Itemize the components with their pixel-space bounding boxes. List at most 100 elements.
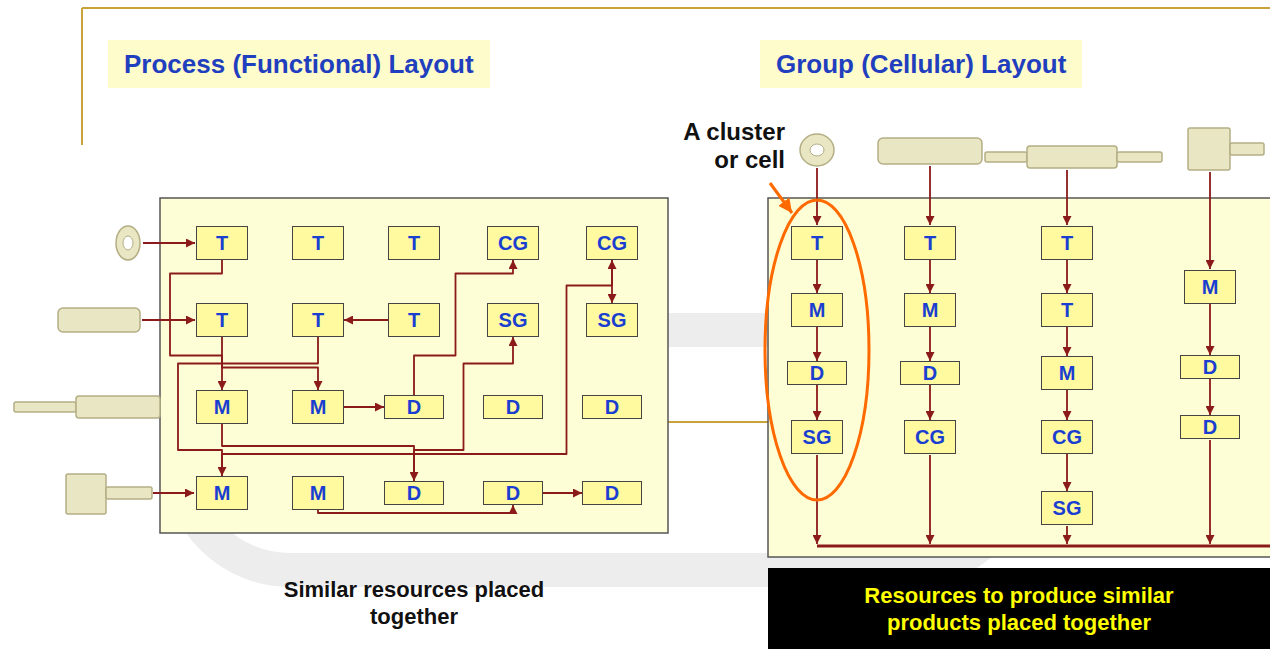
machine-box: T [904, 226, 956, 260]
flow-arrow [222, 424, 414, 481]
layout-panel: Resources to produce similar products pl… [768, 198, 1270, 557]
machine-box: M [1184, 270, 1236, 304]
machine-label: T [1061, 233, 1073, 253]
machine-label: T [811, 233, 823, 253]
machine-box: CG [904, 420, 956, 454]
output-bus [817, 545, 1270, 548]
machine-label: T [1061, 300, 1073, 320]
feed-arrow [1066, 170, 1068, 225]
machine-box: T [1041, 293, 1093, 327]
machine-label: D [923, 363, 937, 383]
panel-caption: Resources to produce similar products pl… [829, 582, 1209, 636]
panel-caption: Similar resources placed together [264, 576, 564, 630]
output-line [929, 455, 931, 544]
machine-label: CG [597, 233, 627, 253]
washer-hole [810, 144, 824, 156]
machine-box: M [791, 293, 843, 327]
machine-box: D [582, 395, 642, 419]
output-line [1066, 526, 1068, 544]
flow-arrow [929, 385, 931, 420]
flow-arrow [1066, 260, 1068, 293]
machine-box: T [196, 303, 248, 337]
block-part [1188, 128, 1230, 170]
machine-box: D [1180, 355, 1240, 379]
flow-arrow [344, 406, 384, 408]
machine-label: CG [1052, 427, 1082, 447]
flow-arrow [816, 327, 818, 361]
flow-arrow [344, 319, 388, 321]
flow-arrow [318, 505, 513, 513]
feed-arrow [816, 168, 818, 225]
frame-line [81, 8, 83, 145]
flow-arrow [222, 260, 612, 476]
machine-label: T [408, 233, 420, 253]
flow-arrow [1209, 379, 1211, 415]
block-part [106, 487, 152, 499]
machine-label: D [407, 483, 421, 503]
title-text: Group (Cellular) Layout [776, 49, 1066, 79]
machine-label: T [216, 310, 228, 330]
caption-area: Similar resources placed together [160, 576, 668, 630]
feed-arrow [153, 492, 194, 494]
flow-arrow [611, 260, 613, 303]
flow-arrow [1209, 304, 1211, 355]
flow-arrow [1066, 390, 1068, 420]
machine-box: D [384, 481, 444, 505]
machine-box: D [582, 481, 642, 505]
machine-box: SG [791, 420, 843, 454]
leader-arrow [770, 183, 792, 213]
layout-panel: Similar resources placed togetherTTTCGCG… [160, 198, 668, 533]
washer-hole [123, 236, 133, 250]
cylinder-part [58, 308, 140, 332]
machine-label: T [312, 233, 324, 253]
shaft-part [1027, 146, 1117, 168]
machine-label: D [1203, 357, 1217, 377]
machine-label: M [310, 483, 327, 503]
caption-band: Resources to produce similar products pl… [768, 568, 1270, 649]
machine-box: D [1180, 415, 1240, 439]
machine-label: T [312, 310, 324, 330]
machine-label: SG [598, 310, 627, 330]
machine-box: M [292, 476, 344, 510]
machine-box: M [904, 293, 956, 327]
shaft-part [76, 396, 160, 418]
flow-arrow [816, 385, 818, 420]
machine-box: SG [1041, 491, 1093, 525]
machine-label: D [1203, 417, 1217, 437]
flow-arrow [543, 492, 582, 494]
machine-box: T [388, 303, 440, 337]
machine-label: T [408, 310, 420, 330]
machine-label: SG [803, 427, 832, 447]
machine-label: M [214, 483, 231, 503]
machine-label: M [214, 397, 231, 417]
title-banner: Process (Functional) Layout [108, 40, 490, 88]
machine-label: M [1059, 363, 1076, 383]
machine-box: M [292, 390, 344, 424]
machine-box: D [384, 395, 444, 419]
output-line [1209, 440, 1211, 544]
machine-label: D [407, 397, 421, 417]
machine-label: T [924, 233, 936, 253]
machine-box: T [1041, 226, 1093, 260]
machine-box: T [791, 226, 843, 260]
flow-arrow [816, 260, 818, 293]
machine-box: T [196, 226, 248, 260]
machine-label: M [922, 300, 939, 320]
title-banner: Group (Cellular) Layout [760, 40, 1082, 88]
washer-part [800, 134, 834, 166]
machine-label: SG [499, 310, 528, 330]
machine-box: D [483, 395, 543, 419]
machine-box: T [292, 226, 344, 260]
frame-line [82, 7, 1270, 9]
frame-line [668, 421, 768, 423]
machine-box: M [1041, 356, 1093, 390]
flow-arrow [929, 260, 931, 293]
panel-ground [768, 198, 1270, 557]
machine-label: T [216, 233, 228, 253]
machine-label: D [506, 397, 520, 417]
machine-box: T [388, 226, 440, 260]
machine-label: D [605, 483, 619, 503]
flow-arrow [929, 327, 931, 361]
machine-box: CG [586, 226, 638, 260]
